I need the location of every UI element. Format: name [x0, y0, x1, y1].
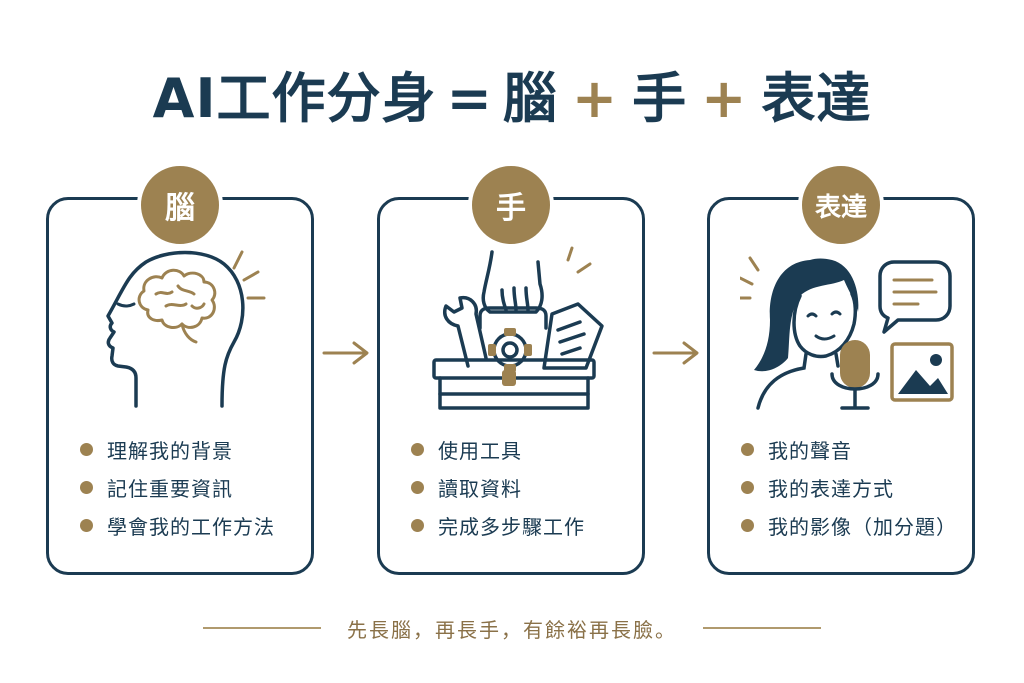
list-item: 讀取資料 — [411, 468, 585, 506]
title-hand: 手 — [632, 67, 688, 130]
list-item: 我的表達方式 — [741, 468, 957, 506]
badge-hand: 手 — [468, 162, 554, 248]
list-item: 我的影像（加分題） — [741, 506, 957, 544]
footer-divider-right — [703, 627, 821, 629]
page-title: AI工作分身=腦+手+表達 — [0, 64, 1024, 134]
footer-text: 先長腦，再長手，有餘裕再長臉。 — [347, 617, 677, 642]
title-brain: 腦 — [502, 67, 558, 130]
title-equals: = — [446, 67, 493, 130]
list-item: 我的聲音 — [741, 430, 957, 468]
head-brain-icon — [106, 250, 266, 408]
list-item-label: 我的影像（加分題） — [768, 514, 957, 539]
list-item: 理解我的背景 — [80, 430, 275, 468]
list-item: 使用工具 — [411, 430, 585, 468]
footer-divider-left — [203, 627, 321, 629]
brain-list: 理解我的背景 記住重要資訊 學會我的工作方法 — [80, 430, 275, 544]
list-item-label: 學會我的工作方法 — [107, 514, 275, 539]
title-plus-2: + — [701, 67, 748, 130]
list-item-label: 讀取資料 — [438, 476, 522, 501]
bullet-dot — [741, 480, 754, 494]
woman-speaking-icon — [740, 256, 954, 410]
bullet-dot — [411, 442, 424, 456]
bullet-dot — [741, 518, 754, 532]
list-item-label: 完成多步驟工作 — [438, 514, 585, 539]
list-item: 完成多步驟工作 — [411, 506, 585, 544]
list-item-label: 我的聲音 — [768, 438, 852, 463]
bullet-dot — [80, 518, 93, 532]
bullet-dot — [411, 480, 424, 494]
card-brain — [46, 197, 314, 575]
badge-expression: 表達 — [798, 162, 884, 248]
list-item-label: 我的表達方式 — [768, 476, 894, 501]
arrow-right-icon — [652, 341, 699, 365]
list-item: 學會我的工作方法 — [80, 506, 275, 544]
bullet-dot — [80, 442, 93, 456]
list-item-label: 理解我的背景 — [107, 438, 233, 463]
bullet-dot — [741, 442, 754, 456]
bullet-dot — [80, 480, 93, 494]
list-item-label: 記住重要資訊 — [107, 476, 233, 501]
title-prefix: AI工作分身 — [152, 67, 437, 130]
arrow-right-icon — [322, 341, 369, 365]
title-plus-1: + — [571, 67, 619, 130]
title-expression: 表達 — [761, 67, 872, 130]
toolbox-icon — [432, 246, 604, 410]
badge-brain: 腦 — [137, 162, 223, 248]
hand-list: 使用工具 讀取資料 完成多步驟工作 — [411, 430, 585, 544]
list-item-label: 使用工具 — [438, 438, 522, 463]
footer: 先長腦，再長手，有餘裕再長臉。 — [0, 608, 1024, 648]
list-item: 記住重要資訊 — [80, 468, 275, 506]
expression-list: 我的聲音 我的表達方式 我的影像（加分題） — [741, 430, 957, 544]
bullet-dot — [411, 518, 424, 532]
